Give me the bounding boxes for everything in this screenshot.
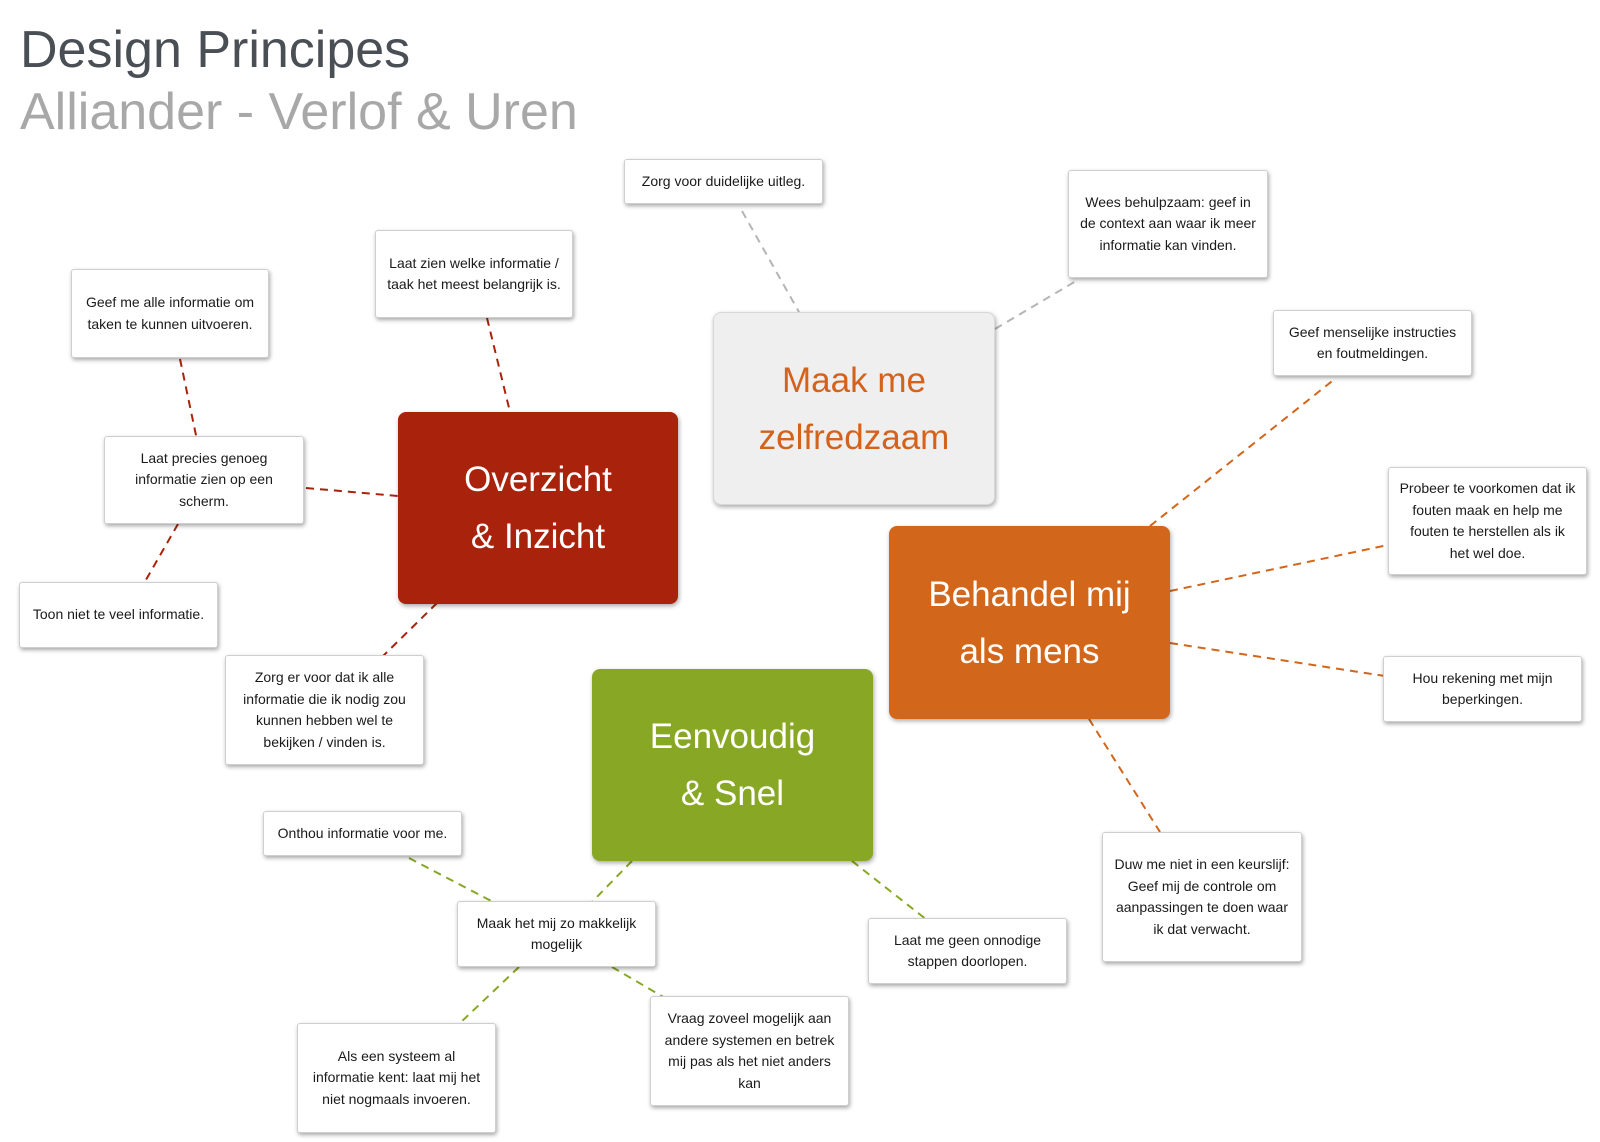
note-laat-zien-belangrijk[interactable]: Laat zien welke informatie / taak het me…: [375, 230, 573, 318]
note-laat-precies-genoeg[interactable]: Laat precies genoeg informatie zien op e…: [104, 436, 304, 524]
note-duw-me-niet[interactable]: Duw me niet in een keurslijf: Geef mij d…: [1102, 832, 1302, 962]
note-als-een-systeem[interactable]: Als een systeem al informatie kent: laat…: [297, 1023, 496, 1133]
connector-onthou-makkelijk: [408, 857, 498, 905]
connector-precies-niet-te-veel: [142, 523, 179, 586]
principle-maak-me-zelfredzaam[interactable]: Maak me zelfredzaam: [713, 312, 995, 505]
principle-line: zelfredzaam: [758, 417, 950, 457]
principle-line: als mens: [959, 631, 1100, 671]
principle-line: & Inzicht: [470, 517, 606, 556]
principle-line: Maak me: [782, 360, 926, 400]
principle-behandel-mij-als-mens[interactable]: Behandel mij als mens: [889, 526, 1170, 719]
note-geef-alle-informatie[interactable]: Geef me alle informatie om taken te kunn…: [71, 269, 269, 358]
connector-eenvoudig-onnodige: [851, 860, 928, 921]
note-onthou-informatie[interactable]: Onthou informatie voor me.: [263, 811, 462, 856]
note-menselijke-instructies[interactable]: Geef menselijke instructies en foutmeldi…: [1273, 310, 1472, 376]
connector-precies-alle-info: [179, 358, 198, 441]
connector-overzicht-belangrijk: [486, 317, 511, 413]
note-probeer-te-voorkomen[interactable]: Probeer te voorkomen dat ik fouten maak …: [1388, 467, 1587, 575]
principle-line: Overzicht: [464, 460, 612, 499]
connector-overzicht-zorg: [379, 602, 438, 660]
principle-overzicht-inzicht[interactable]: Overzicht & Inzicht: [398, 412, 678, 604]
connector-mens-menselijke: [1149, 377, 1337, 527]
note-duidelijke-uitleg[interactable]: Zorg voor duidelijke uitleg.: [624, 159, 823, 204]
note-vraag-zoveel-mogelijk[interactable]: Vraag zoveel mogelijk aan andere systeme…: [650, 996, 849, 1106]
connector-overzicht-precies: [305, 487, 399, 497]
note-maak-het-makkelijk[interactable]: Maak het mij zo makkelijk mogelijk: [457, 901, 656, 967]
principle-line: & Snel: [680, 774, 785, 813]
note-hou-rekening-beperkingen[interactable]: Hou rekening met mijn beperkingen.: [1383, 656, 1582, 722]
principle-line: Behandel mij: [928, 574, 1131, 614]
connector-makkelijk-vraag: [611, 966, 666, 999]
principle-line: Eenvoudig: [649, 717, 816, 756]
note-wees-behulpzaam[interactable]: Wees behulpzaam: geef in de context aan …: [1068, 170, 1268, 278]
page-title: Design Principes: [20, 21, 411, 79]
connector-mens-beperkingen: [1169, 642, 1386, 677]
connector-eenvoudig-makkelijk: [589, 860, 633, 905]
page-subtitle: Alliander - Verlof & Uren: [20, 83, 578, 141]
principle-eenvoudig-snel[interactable]: Eenvoudig & Snel: [592, 669, 873, 861]
connector-makkelijk-systeem: [459, 966, 520, 1024]
connector-mens-keurslijf: [1088, 718, 1161, 833]
note-toon-niet-te-veel[interactable]: Toon niet te veel informatie.: [19, 582, 218, 648]
note-zorg-er-voor[interactable]: Zorg er voor dat ik alle informatie die …: [225, 655, 424, 765]
connector-zelf-behulpzaam: [994, 280, 1077, 330]
connector-zelf-uitleg: [741, 210, 800, 313]
note-geen-onnodige-stappen[interactable]: Laat me geen onnodige stappen doorlopen.: [868, 918, 1067, 984]
connector-mens-voorkomen: [1169, 544, 1389, 592]
